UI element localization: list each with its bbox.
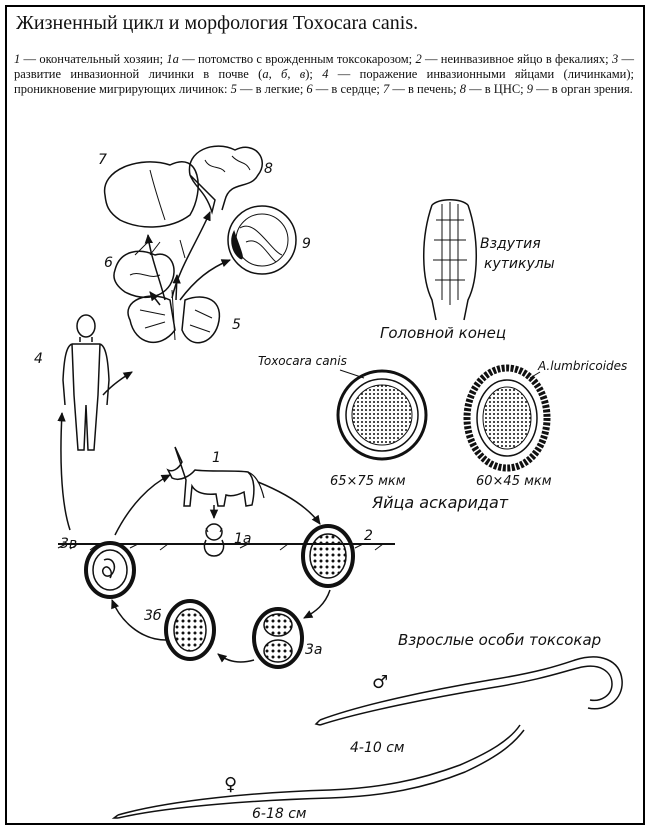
heart-drawing xyxy=(114,240,174,297)
male-symbol: ♂ xyxy=(372,672,388,693)
label-size-toxocara: 65×75 мкм xyxy=(330,474,406,489)
human-figure xyxy=(63,315,109,450)
label-cuticle-1: Вздутия xyxy=(480,236,541,252)
egg-3v xyxy=(86,543,134,597)
male-worm-drawing xyxy=(316,657,622,725)
head-end-drawing xyxy=(424,200,477,320)
label-7: 7 xyxy=(98,152,107,168)
label-adults: Взрослые особи токсокар xyxy=(398,631,601,649)
eye-drawing xyxy=(228,206,296,274)
egg-3b xyxy=(166,601,214,659)
toxocara-egg xyxy=(338,371,426,459)
label-toxocara: Toxocara canis xyxy=(258,354,347,368)
lungs-drawing xyxy=(128,290,219,343)
label-size-ascaris: 60×45 мкм xyxy=(476,474,552,489)
female-symbol: ♀ xyxy=(224,774,237,795)
label-1: 1 xyxy=(212,450,221,466)
label-3a: 3a xyxy=(305,642,323,658)
label-3v: 3в xyxy=(60,536,77,552)
liver-drawing xyxy=(105,162,199,227)
female-worm-drawing xyxy=(114,725,524,818)
ascaris-egg xyxy=(467,368,547,468)
label-male-size: 4-10 см xyxy=(350,740,405,756)
label-1a: 1a xyxy=(234,531,252,547)
label-5: 5 xyxy=(232,317,241,333)
label-2: 2 xyxy=(364,528,373,544)
label-4: 4 xyxy=(34,351,43,367)
label-9: 9 xyxy=(302,236,311,252)
label-cuticle-2: кутикулы xyxy=(484,256,555,272)
label-eggs: Яйца аскаридат xyxy=(371,493,509,512)
brain-drawing xyxy=(189,146,262,212)
label-ascaris: A.lumbricoides xyxy=(537,359,627,373)
label-female-size: 6-18 см xyxy=(252,806,307,822)
label-head-end: Головной конец xyxy=(380,324,506,342)
egg-3a xyxy=(254,609,302,667)
puppy-drawing xyxy=(204,524,223,556)
egg-2 xyxy=(303,526,353,586)
label-6: 6 xyxy=(104,255,113,271)
label-3b: 3б xyxy=(144,608,162,624)
label-8: 8 xyxy=(264,161,273,177)
